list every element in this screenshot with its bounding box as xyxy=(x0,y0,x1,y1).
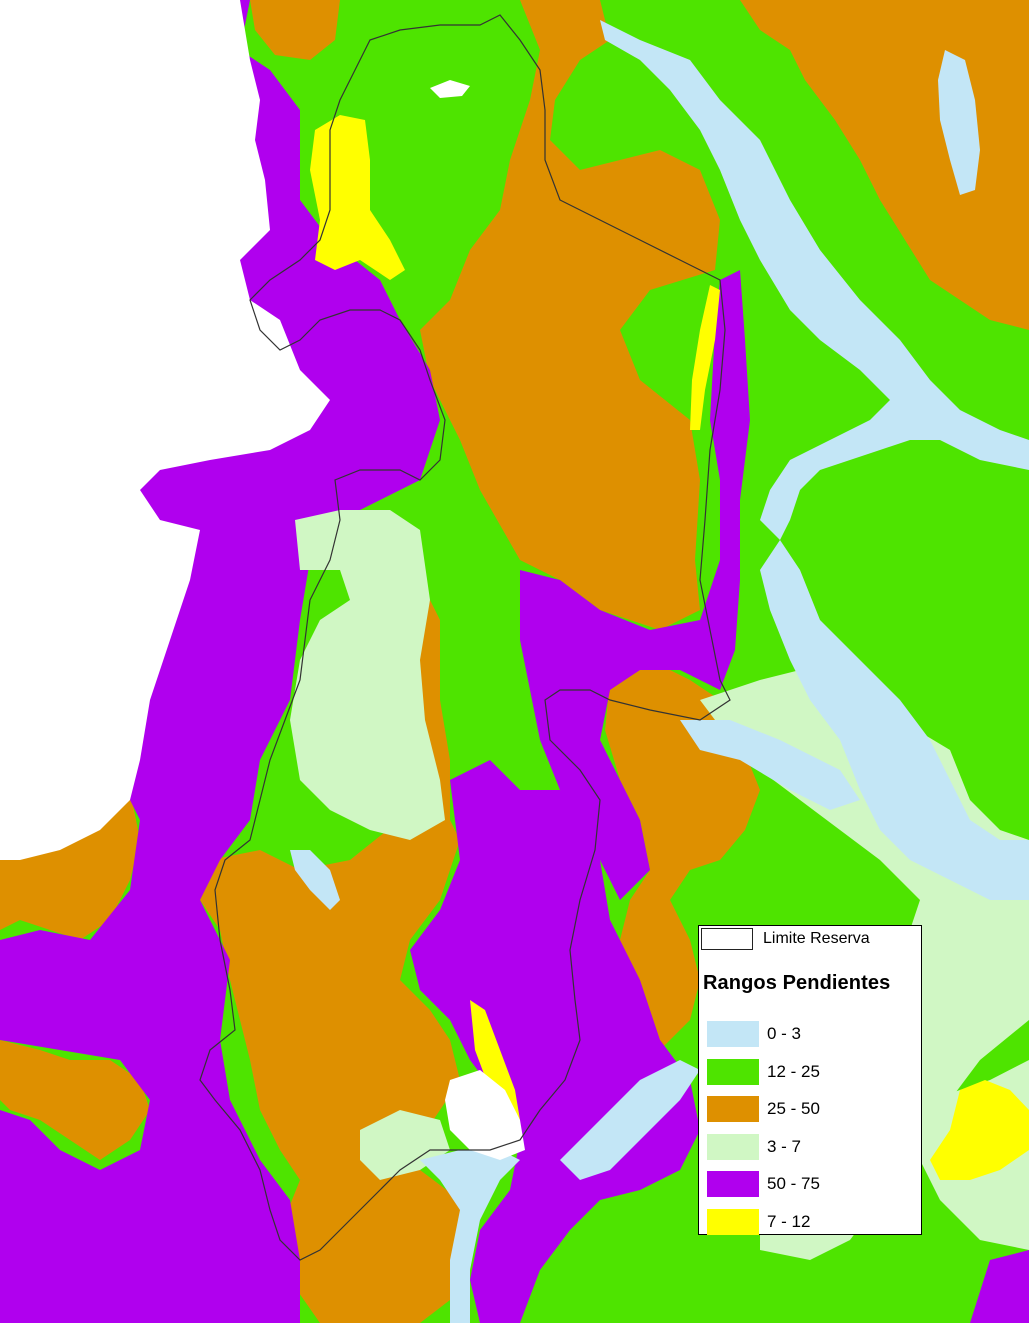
legend-label: 12 - 25 xyxy=(767,1061,820,1081)
zone-slope-25-50-west-low xyxy=(0,1040,150,1160)
zone-slope-0-3-river-east xyxy=(760,540,1029,900)
legend-item: 25 - 50 xyxy=(707,1094,917,1132)
zone-slope-0-3-river-north xyxy=(600,20,1029,540)
zone-slope-25-50-east-mid xyxy=(605,660,760,1050)
zone-slope-7-12-southeast xyxy=(930,1080,1029,1180)
legend-boundary-swatch xyxy=(701,928,753,950)
zone-slope-3-7-center xyxy=(290,510,445,840)
legend-item: 50 - 75 xyxy=(707,1169,917,1207)
legend-label: 50 - 75 xyxy=(767,1174,820,1193)
legend-swatch xyxy=(707,1021,759,1047)
zone-slope-25-50-top-left xyxy=(250,0,340,60)
zone-nodata-south xyxy=(445,1070,525,1160)
legend-label: 3 - 7 xyxy=(767,1136,802,1156)
legend-items: 0 - 3 12 - 25 25 - 50 3 - 7 50 - 75 7 - … xyxy=(707,1019,917,1244)
legend-item: 0 - 3 xyxy=(707,1019,917,1057)
zone-slope-0-3-lake-north xyxy=(938,50,980,195)
legend-label: 7 - 12 xyxy=(767,1211,811,1231)
legend-item: 3 - 7 xyxy=(707,1132,917,1170)
legend-label: 25 - 50 xyxy=(767,1099,820,1118)
zone-nodata-north-small xyxy=(430,80,470,98)
legend-swatch xyxy=(707,1171,759,1197)
map-legend: Limite Reserva Rangos Pendientes 0 - 3 1… xyxy=(698,925,922,1235)
legend-item: 12 - 25 xyxy=(707,1057,917,1095)
reserve-boundary xyxy=(199,14,731,1261)
zone-slope-50-75-southeast xyxy=(970,1250,1029,1323)
legend-boundary-label: Limite Reserva xyxy=(763,930,870,947)
zone-slope-0-3-creek-south xyxy=(420,1150,520,1323)
zone-slope-25-50-south-bottom xyxy=(280,1160,470,1323)
legend-swatch xyxy=(707,1096,759,1122)
zone-slope-0-3-pond-center xyxy=(290,850,340,910)
zone-slope-50-75-east-channel xyxy=(520,270,750,900)
legend-swatch xyxy=(707,1208,759,1235)
zone-slope-7-12-northwest xyxy=(310,115,405,280)
zone-slope-0-3-tributary xyxy=(680,720,860,810)
zone-slope-7-12-strip xyxy=(690,285,720,430)
legend-boundary-row: Limite Reserva xyxy=(699,926,921,952)
legend-item: 7 - 12 xyxy=(707,1207,917,1245)
zone-slope-50-75-center-column xyxy=(410,760,700,1323)
legend-label: 0 - 3 xyxy=(767,1024,802,1043)
zone-nodata-west xyxy=(0,0,330,860)
zone-slope-25-50-north-center xyxy=(420,0,720,630)
zone-slope-7-12-south xyxy=(470,1000,520,1125)
zone-slope-25-50-south-center xyxy=(200,800,460,1180)
zone-slope-0-3-creek-southeast xyxy=(560,1060,700,1180)
legend-title: Rangos Pendientes xyxy=(703,972,891,994)
legend-swatch xyxy=(707,1058,759,1085)
legend-swatch xyxy=(707,1133,759,1160)
